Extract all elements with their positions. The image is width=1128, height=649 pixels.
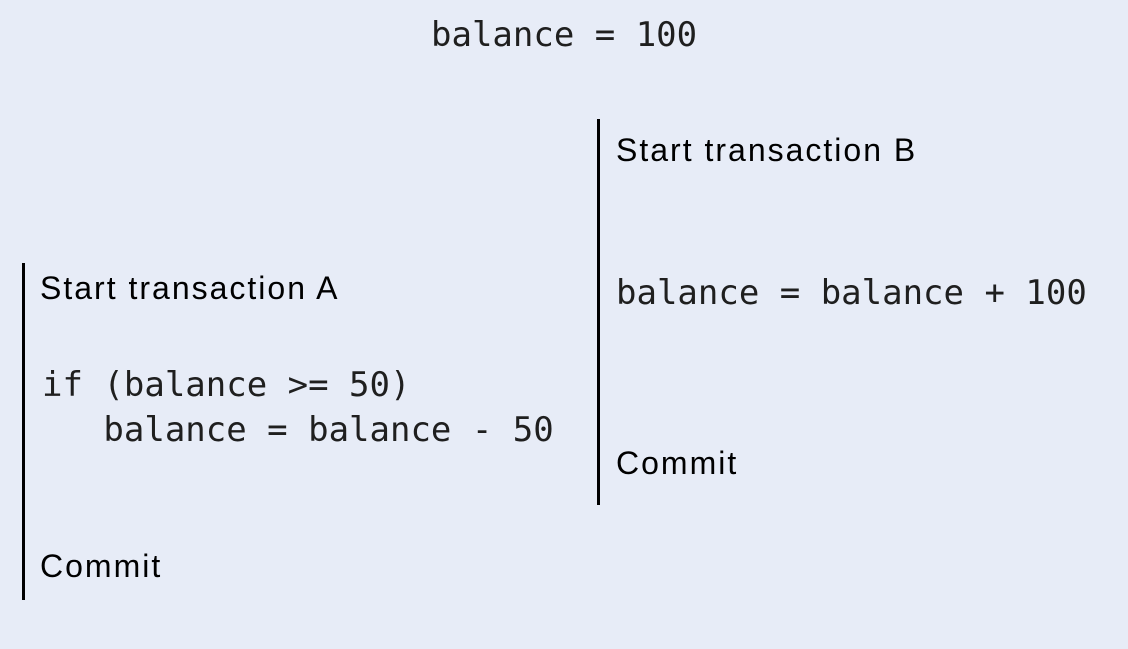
transaction-a-code-line-1: if (balance >= 50): [42, 365, 411, 405]
transaction-a-timeline: [22, 263, 25, 600]
transaction-b-commit-label: Commit: [616, 445, 739, 481]
transaction-b-start-label: Start transaction B: [616, 132, 918, 168]
transaction-a-commit-label: Commit: [40, 548, 163, 584]
transaction-b-timeline: [597, 119, 600, 505]
transaction-b-code-line-1: balance = balance + 100: [616, 273, 1087, 313]
transaction-a-code-line-2: balance = balance - 50: [42, 410, 554, 450]
transaction-a-start-label: Start transaction A: [40, 270, 340, 306]
initial-balance-label: balance = 100: [431, 15, 698, 55]
